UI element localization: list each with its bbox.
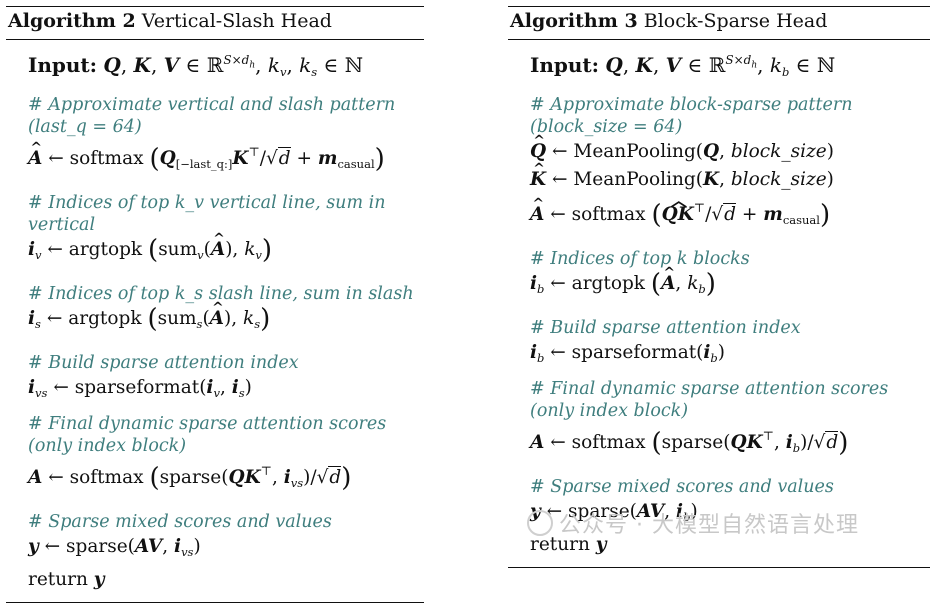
input-line: Input: Q, K, V ∈ ℝS×dh, kb ∈ ℕ [530, 53, 836, 79]
comment-line: # Approximate vertical and slash pattern… [28, 95, 396, 137]
algorithm-title: Algorithm 2 Vertical-Slash Head [6, 8, 424, 34]
statement-line: K ← MeanPooling(K, block_size) [530, 155, 930, 194]
comment-line: # Build sparse attention index [28, 353, 299, 373]
comment-line: # Final dynamic sparse attention scores … [530, 379, 889, 421]
input-label: Input: [28, 53, 98, 77]
top-rule [508, 6, 930, 7]
comment-line: # Indices of top k_v vertical line, sum … [28, 193, 386, 235]
algorithm-number: Algorithm 2 [8, 10, 136, 32]
algorithm-3: Algorithm 3 Block-Sparse Head Input: Q, … [508, 6, 930, 568]
statement-line: y ← sparse(AV, ivs) [28, 536, 201, 559]
statement-line: A ← softmax (QK⊤/√d + mcasual) [530, 187, 930, 234]
algorithm-name: Block-Sparse Head [643, 10, 828, 32]
statement-line: A ← softmax (Q[−last_q:]K⊤/√d + mcasual) [28, 134, 424, 178]
comment-line: # Sparse mixed scores and values [28, 512, 332, 532]
statement-line: ib ← argtopk (A, kb) [530, 259, 930, 303]
algorithm-title: Algorithm 3 Block-Sparse Head [508, 8, 930, 34]
algorithm-2: Algorithm 2 Vertical-Slash Head Input: Q… [6, 6, 424, 603]
wechat-logo-icon [527, 510, 553, 536]
statement-line: y ← sparse(AV, ib) [530, 501, 698, 524]
comment-line: # Indices of top k_s slash line, sum in … [28, 284, 414, 304]
statement-line: A ← softmax (sparse(QK⊤, ivs)/√d) [28, 463, 352, 493]
statement-line: ib ← sparseformat(ib) [530, 342, 726, 365]
comment-line: # Approximate block-sparse pattern (bloc… [530, 95, 853, 137]
comment-line: # Indices of top k blocks [530, 249, 750, 269]
watermark-text: 公众号 · 大模型自然语言处理 [559, 513, 859, 538]
watermark: 公众号 · 大模型自然语言处理 [527, 507, 859, 539]
top-rule [6, 6, 424, 7]
statement-line: is ← argtopk (sums(A), ks) [28, 294, 424, 338]
algorithm-name: Vertical-Slash Head [141, 10, 332, 32]
comment-line: # Build sparse attention index [530, 318, 801, 338]
input-label: Input: [530, 53, 600, 77]
statement-line: Q ← MeanPooling(Q, block_size) [530, 127, 930, 166]
statement-line: iv ← argtopk (sumv(A), kv) [28, 225, 424, 269]
input-line: Input: Q, K, V ∈ ℝS×dh, kv, ks ∈ ℕ [28, 53, 364, 79]
statement-line: return y [530, 534, 607, 555]
comment-line: # Final dynamic sparse attention scores … [28, 414, 387, 456]
mid-rule [6, 39, 424, 40]
comment-line: # Sparse mixed scores and values [530, 477, 834, 497]
statement-line: A ← softmax (sparse(QK⊤, ib)/√d) [530, 428, 849, 458]
statement-line: ivs ← sparseformat(iv, is) [28, 377, 252, 400]
bottom-rule [508, 567, 930, 568]
statement-line: return y [28, 569, 105, 590]
mid-rule [508, 39, 930, 40]
algorithm-number: Algorithm 3 [510, 10, 638, 32]
